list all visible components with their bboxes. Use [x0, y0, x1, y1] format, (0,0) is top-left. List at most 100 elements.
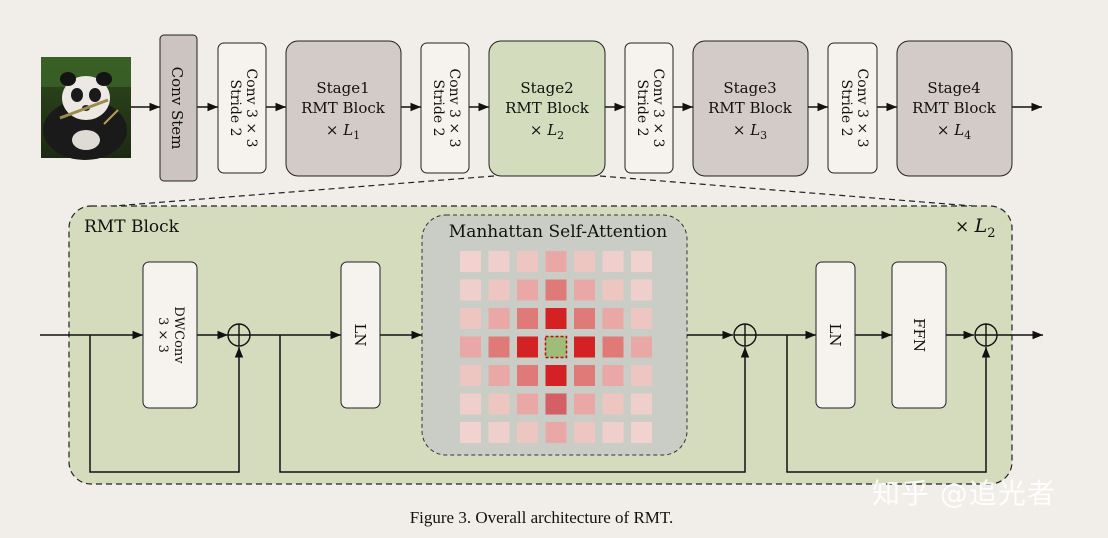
attention-cell — [517, 365, 538, 386]
downsample-label-line2: Stride 2 — [227, 80, 243, 137]
attention-cell — [488, 308, 510, 329]
attention-cell — [545, 308, 567, 329]
watermark: 知乎 @追光者 — [872, 477, 1056, 510]
attention-cell — [631, 308, 652, 329]
attention-cell — [545, 365, 567, 386]
zoom-dashed-line-left — [87, 175, 495, 209]
ln-label: LN — [351, 323, 369, 346]
attention-cell — [460, 422, 481, 443]
stage-name: Stage2 — [520, 79, 573, 97]
downsample-label-line1: Conv 3 × 3 — [650, 69, 666, 148]
attention-cell — [488, 365, 510, 386]
attention-grid — [460, 251, 652, 443]
stage-name: Stage4 — [927, 79, 980, 97]
conv-stem-box: Conv Stem — [159, 34, 198, 182]
attention-cell — [517, 279, 538, 301]
add-node-3 — [974, 323, 998, 347]
dwconv-box: DWConv 3 × 3 — [142, 261, 198, 409]
attention-cell — [602, 365, 624, 386]
attention-cell — [602, 279, 624, 301]
attention-cell — [488, 251, 510, 272]
ffn-box: FFN — [891, 261, 947, 409]
attention-cell — [574, 365, 595, 386]
attention-title: Manhattan Self-Attention — [449, 222, 667, 242]
attention-cell — [517, 308, 538, 329]
attention-cell — [460, 251, 481, 272]
ln-box-1: LN — [340, 261, 381, 409]
stage-repeat: × L3 — [733, 121, 767, 142]
attention-cell — [574, 279, 595, 301]
stage1-box: Stage1 RMT Block × L1 — [285, 40, 402, 177]
dwconv-label-line1: DWConv — [171, 306, 186, 364]
stage2-box: Stage2 RMT Block × L2 — [488, 40, 606, 177]
dwconv-label-line2: 3 × 3 — [155, 317, 170, 353]
stage-block-label: RMT Block — [912, 99, 997, 117]
downsample-box-4: Conv 3 × 3 Stride 2 — [827, 42, 878, 174]
attention-query-cell — [544, 335, 568, 359]
attention-cell — [545, 422, 567, 443]
ln-box-2: LN — [815, 261, 856, 409]
attention-cell — [488, 336, 510, 358]
downsample-label-line1: Conv 3 × 3 — [446, 69, 462, 148]
rmt-block-title: RMT Block — [84, 217, 180, 237]
zoom-dashed-line-right — [599, 175, 986, 208]
attention-cell — [517, 336, 538, 358]
stage-name: Stage1 — [316, 79, 369, 97]
stage-block-label: RMT Block — [708, 99, 793, 117]
ln-label: LN — [826, 323, 844, 346]
manhattan-self-attention-box: Manhattan Self-Attention — [421, 214, 688, 456]
ffn-label: FFN — [910, 318, 928, 352]
attention-cell — [488, 279, 510, 301]
attention-cell — [602, 422, 624, 443]
stage-name: Stage3 — [723, 79, 776, 97]
downsample-box-2: Conv 3 × 3 Stride 2 — [420, 42, 470, 174]
rmt-block-repeat: × L2 — [955, 215, 996, 241]
attention-cell — [631, 279, 652, 301]
downsample-label-line1: Conv 3 × 3 — [854, 69, 870, 148]
stage4-box: Stage4 RMT Block × L4 — [896, 40, 1013, 177]
downsample-label-line2: Stride 2 — [838, 80, 854, 137]
attention-cell — [602, 308, 624, 329]
downsample-box-3: Conv 3 × 3 Stride 2 — [624, 42, 674, 174]
conv-stem-label: Conv Stem — [168, 67, 186, 150]
attention-cell — [460, 393, 481, 415]
attention-cell — [460, 336, 481, 358]
attention-cell — [574, 393, 595, 415]
downsample-label-line2: Stride 2 — [430, 80, 446, 137]
attention-cell — [460, 279, 481, 301]
downsample-box-1: Conv 3 × 3 Stride 2 — [217, 42, 267, 174]
attention-cell — [631, 365, 652, 386]
stage-block-label: RMT Block — [505, 99, 590, 117]
stage3-box: Stage3 RMT Block × L3 — [692, 40, 809, 177]
attention-cell — [602, 251, 624, 272]
attention-cell — [517, 251, 538, 272]
attention-cell — [460, 308, 481, 329]
attention-cell — [574, 251, 595, 272]
attention-cell — [488, 422, 510, 443]
stage-block-label: RMT Block — [301, 99, 386, 117]
attention-cell — [517, 393, 538, 415]
block-flow-lines — [40, 330, 1043, 473]
attention-cell — [460, 365, 481, 386]
attention-cell — [545, 279, 567, 301]
attention-cell — [602, 336, 624, 358]
stage-repeat: × L4 — [937, 121, 971, 142]
add-node-2 — [733, 323, 757, 347]
stage-repeat: × L2 — [530, 121, 564, 142]
attention-cell — [574, 308, 595, 329]
attention-cell — [631, 251, 652, 272]
attention-cell — [488, 393, 510, 415]
attention-cell — [574, 422, 595, 443]
attention-cell — [545, 251, 567, 272]
attention-cell — [602, 393, 624, 415]
attention-cell — [517, 422, 538, 443]
figure-caption: Figure 3. Overall architecture of RMT. — [409, 508, 674, 527]
downsample-label-line1: Conv 3 × 3 — [243, 69, 259, 148]
input-image-panda — [41, 57, 131, 160]
downsample-label-line2: Stride 2 — [634, 80, 650, 137]
attention-cell — [631, 422, 652, 443]
attention-cell — [631, 393, 652, 415]
attention-cell — [574, 336, 595, 358]
attention-cell — [545, 393, 567, 415]
